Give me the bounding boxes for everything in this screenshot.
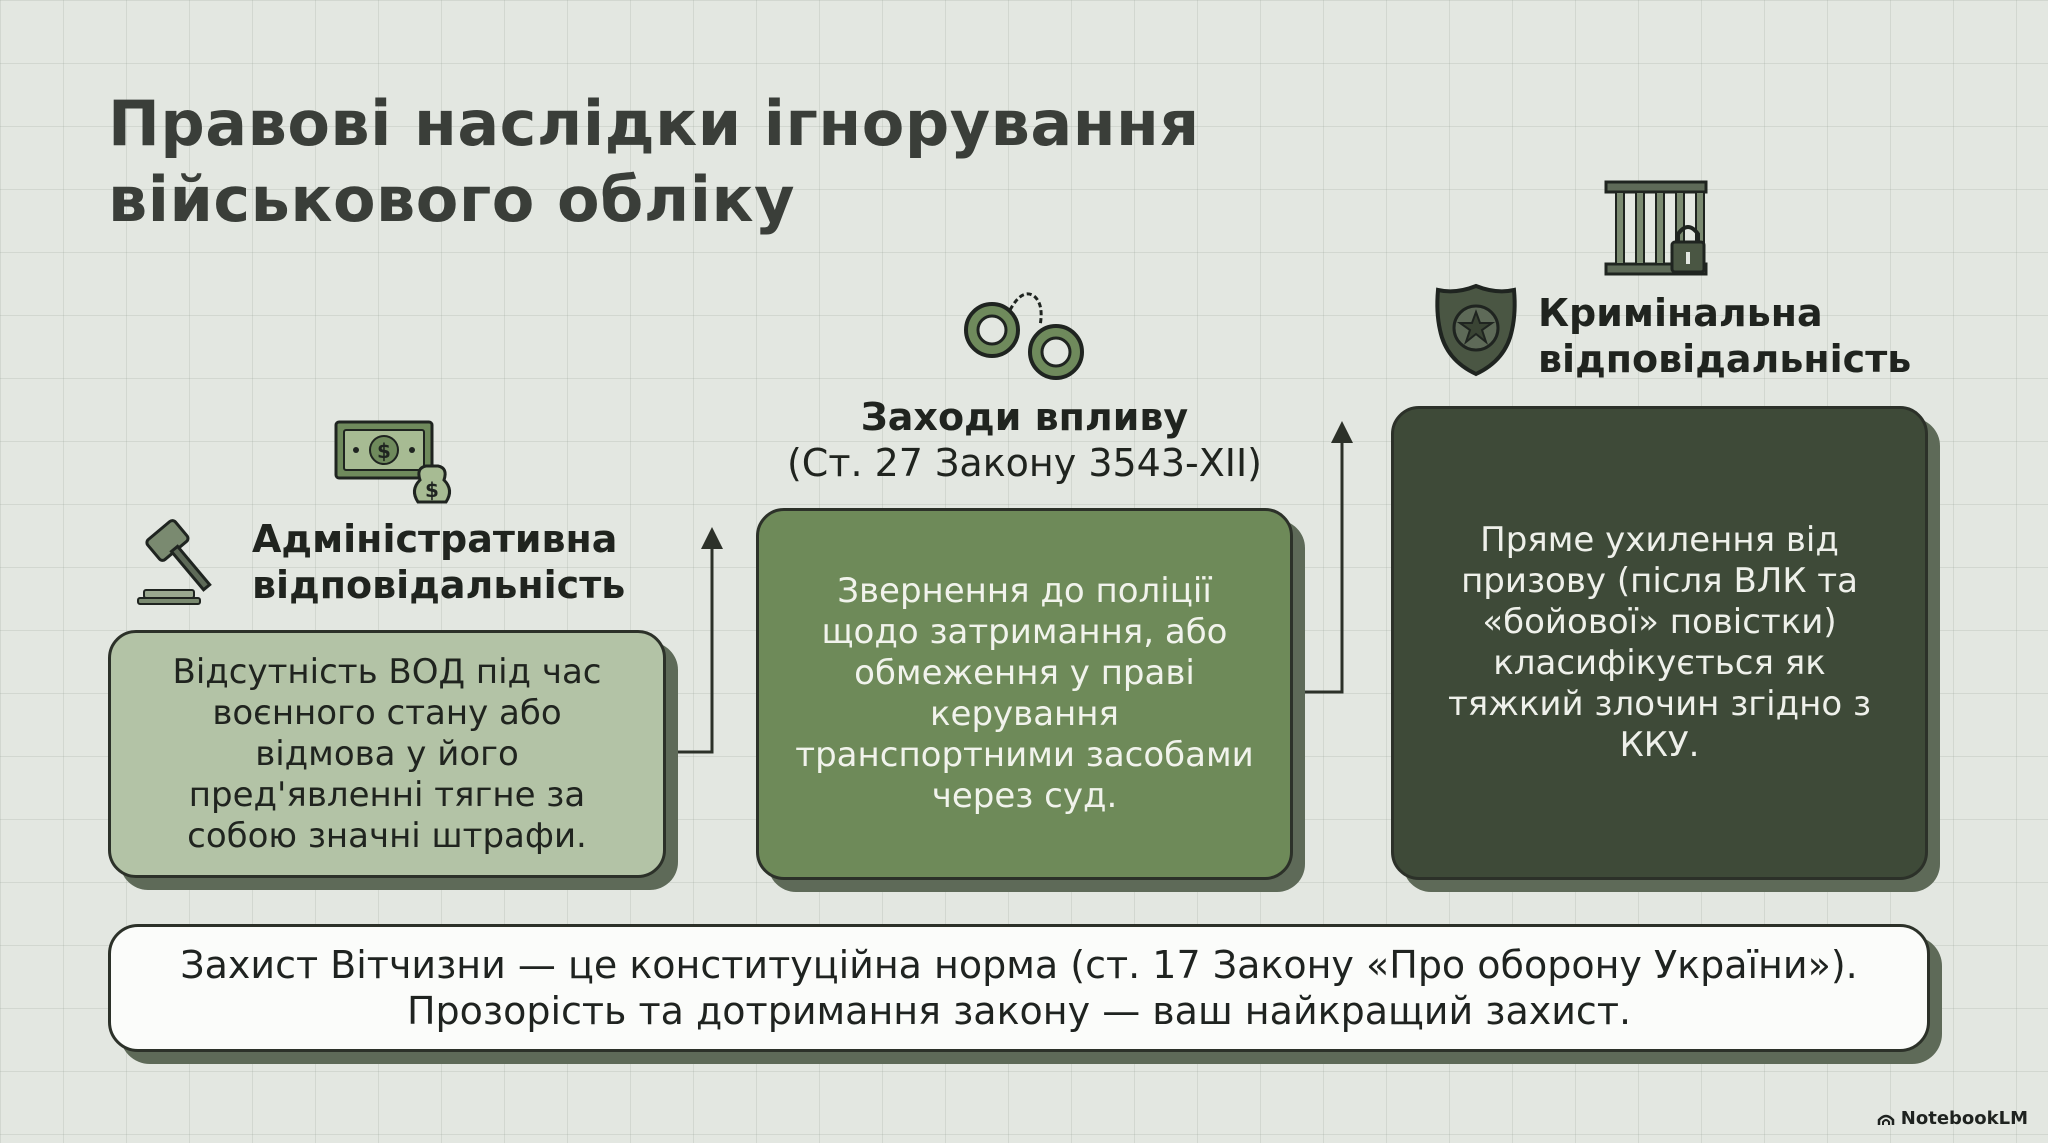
- arrow-measures-to-criminal: [1305, 421, 1353, 694]
- police-badge-icon: [1435, 283, 1517, 377]
- footer-line2: Прозорість та дотримання закону — ваш на…: [406, 989, 1632, 1033]
- criminal-heading-line1: Кримінальна: [1538, 291, 1823, 335]
- admin-heading-line2: відповідальність: [252, 563, 626, 607]
- criminal-heading-line2: відповідальність: [1538, 337, 1912, 381]
- measures-heading-block: Заходи впливу (Ст. 27 Закону 3543-XII): [756, 394, 1293, 486]
- svg-text:$: $: [425, 478, 439, 502]
- notebooklm-icon: [1877, 1114, 1895, 1125]
- footer-line1: Захист Вітчизни — це конституційна норма…: [180, 943, 1858, 987]
- measures-heading: Заходи впливу: [860, 395, 1189, 439]
- jail-lock-icon: [1604, 180, 1708, 276]
- page-title-line2: військового обліку: [108, 163, 796, 236]
- admin-card-text: Відсутність ВОД під час воєнного стану а…: [172, 651, 602, 856]
- brand-text: NotebookLM: [1900, 1108, 2028, 1129]
- measures-card: Звернення до поліції щодо затримання, аб…: [756, 508, 1293, 880]
- svg-text:$: $: [377, 439, 391, 463]
- admin-heading-line1: Адміністративна: [252, 517, 618, 561]
- brand-logo: NotebookLM: [1877, 1108, 2028, 1129]
- handcuffs-icon: [964, 292, 1084, 380]
- admin-card: Відсутність ВОД під час воєнного стану а…: [108, 630, 666, 878]
- page-title-line1: Правові наслідки ігнорування: [108, 87, 1200, 160]
- measures-subheading: (Ст. 27 Закону 3543-XII): [786, 441, 1263, 485]
- criminal-heading: Кримінальна відповідальність: [1538, 290, 1911, 382]
- page-title: Правові наслідки ігнорування військового…: [108, 86, 1208, 238]
- gavel-icon: [137, 519, 212, 605]
- admin-heading: Адміністративна відповідальність: [252, 516, 625, 608]
- criminal-card-text: Пряме ухилення від призову (після ВЛК та…: [1447, 520, 1872, 765]
- criminal-card: Пряме ухилення від призову (після ВЛК та…: [1391, 406, 1928, 880]
- money-bag-icon: $ $: [334, 420, 451, 504]
- measures-card-text: Звернення до поліції щодо затримання, аб…: [795, 571, 1254, 816]
- arrow-admin-to-measures: [678, 527, 723, 754]
- footer-note: Захист Вітчизни — це конституційна норма…: [108, 924, 1930, 1052]
